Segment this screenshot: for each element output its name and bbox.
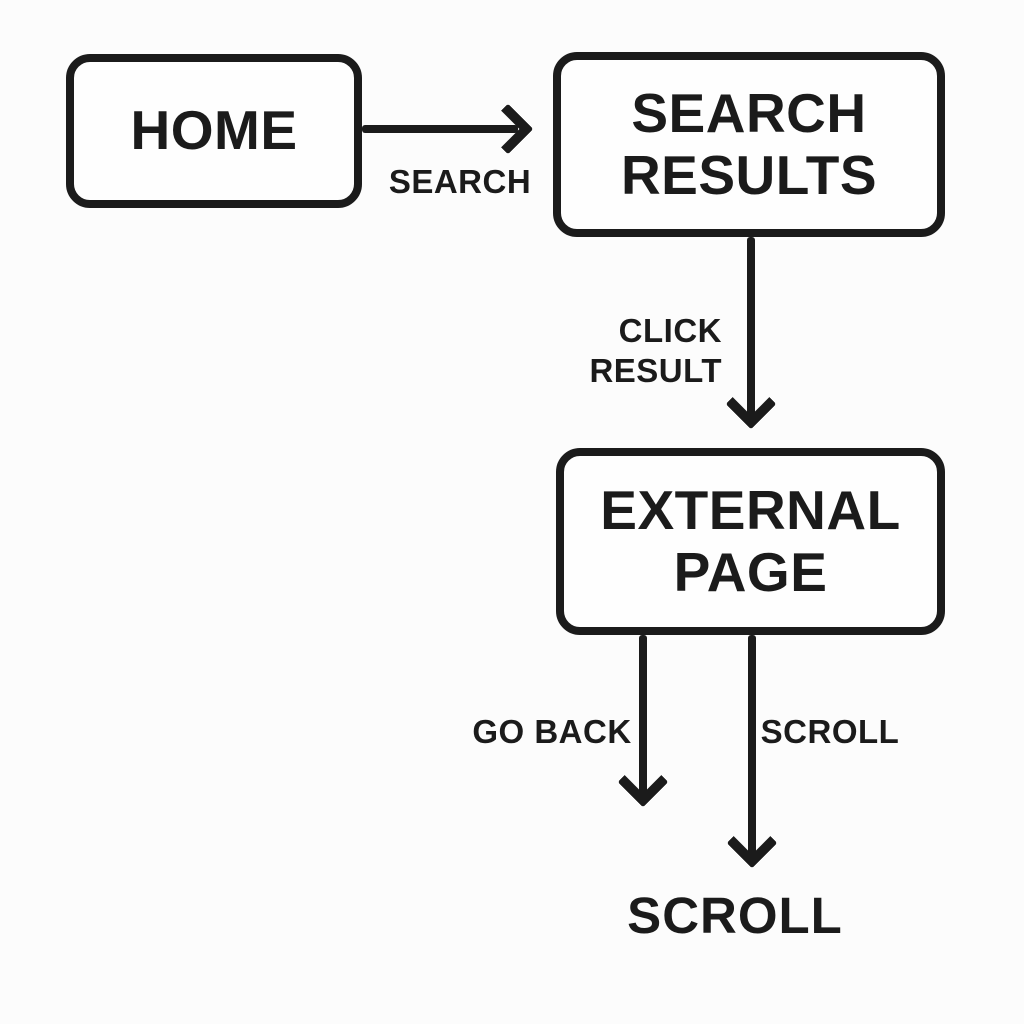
arrowhead-right-icon: [482, 103, 534, 155]
arrowhead-down-icon: [725, 378, 777, 430]
edge-label-click-result-line1: CLICK: [618, 312, 722, 349]
edge-label-search-text: SEARCH: [388, 163, 532, 200]
edge-label-search: SEARCH: [360, 162, 560, 202]
edge-label-scroll: SCROLL: [730, 712, 930, 752]
edge-label-click-result: CLICK RESULT: [522, 311, 722, 391]
edge-label-scroll-text: SCROLL: [760, 713, 900, 750]
node-external-page: EXTERNAL PAGE: [556, 448, 945, 635]
node-search-results: SEARCH RESULTS: [553, 52, 945, 237]
node-search-results-label-line1: SEARCH: [631, 81, 867, 144]
arrow-external-page-go-back-shaft: [639, 635, 647, 795]
node-home: HOME: [66, 54, 362, 208]
arrowhead-down-icon: [617, 756, 669, 808]
arrowhead-down-icon: [726, 817, 778, 869]
node-external-page-label-line2: PAGE: [673, 540, 828, 603]
end-step-scroll: SCROLL: [627, 887, 843, 944]
arrow-external-page-scroll-shaft: [748, 635, 756, 856]
arrow-search-results-to-external-page-shaft: [747, 237, 755, 417]
edge-label-go-back-text: GO BACK: [472, 713, 632, 750]
node-external-page-label-line1: EXTERNAL: [600, 478, 901, 541]
edge-label-go-back: GO BACK: [452, 712, 652, 752]
node-search-results-label-line2: RESULTS: [620, 143, 878, 206]
node-home-label: HOME: [130, 99, 298, 162]
edge-label-click-result-line2: RESULT: [589, 352, 722, 389]
arrow-home-to-search-results-shaft: [362, 125, 518, 133]
